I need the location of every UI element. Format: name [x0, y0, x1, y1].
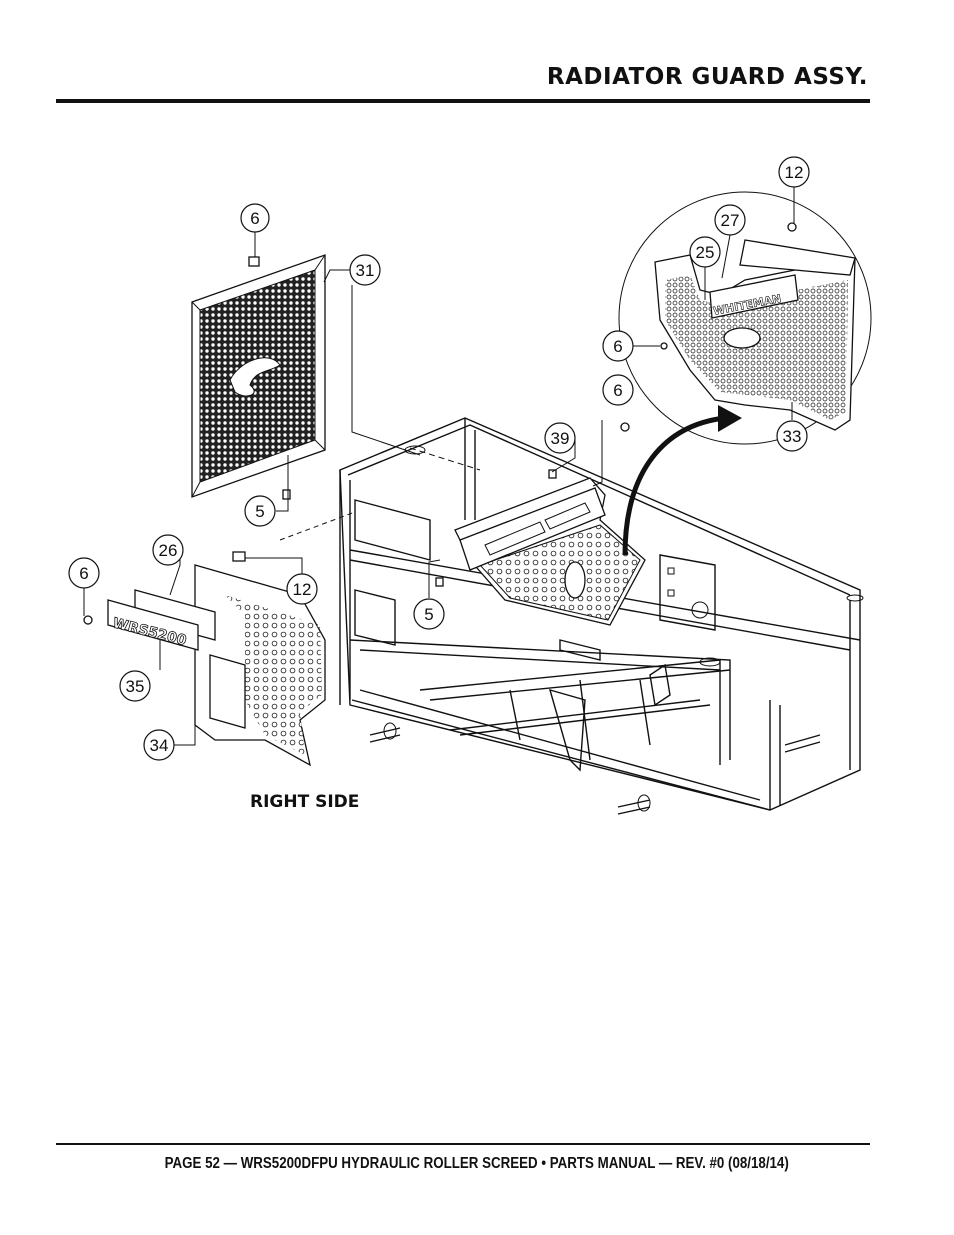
leader-lines — [83, 187, 795, 746]
svg-text:12: 12 — [785, 163, 804, 182]
callout-6-detail: 6 — [602, 330, 634, 362]
callout-6-top-grille: 6 — [240, 203, 270, 233]
footer-rule — [56, 1143, 870, 1145]
detail-view: WHITEMAN — [618, 191, 872, 445]
svg-text:25: 25 — [696, 243, 715, 262]
callout-27: 27 — [714, 204, 746, 236]
svg-text:39: 39 — [551, 429, 570, 448]
callout-6-center: 6 — [602, 374, 634, 406]
machine-frame — [339, 417, 864, 815]
callout-26: 26 — [152, 534, 184, 566]
page-title: RADIATOR GUARD ASSY. — [546, 64, 868, 90]
svg-text:33: 33 — [783, 427, 802, 446]
callout-6-side-panel: 6 — [68, 557, 100, 589]
svg-text:6: 6 — [613, 337, 622, 356]
svg-text:5: 5 — [424, 605, 433, 624]
callout-5-center: 5 — [413, 598, 445, 630]
svg-text:12: 12 — [293, 580, 312, 599]
radiator-grille-31 — [191, 254, 326, 498]
svg-text:27: 27 — [721, 211, 740, 230]
callout-25: 25 — [689, 236, 721, 268]
svg-text:35: 35 — [126, 677, 145, 696]
svg-text:5: 5 — [255, 502, 264, 521]
callout-34: 34 — [143, 729, 175, 761]
callout-39: 39 — [544, 422, 576, 454]
svg-text:6: 6 — [613, 381, 622, 400]
callout-31: 31 — [349, 254, 381, 286]
svg-text:31: 31 — [356, 261, 375, 280]
callout-33: 33 — [776, 420, 808, 452]
header-rule — [56, 99, 870, 103]
svg-text:6: 6 — [79, 564, 88, 583]
svg-text:6: 6 — [250, 209, 259, 228]
callout-5-grille: 5 — [244, 495, 276, 527]
callout-35: 35 — [119, 670, 151, 702]
hardware — [83, 222, 797, 625]
side-panel-34: WRS5200 — [107, 564, 326, 767]
callout-12-side-panel: 12 — [286, 573, 318, 605]
view-label-right-side: RIGHT SIDE — [250, 792, 360, 812]
callout-12-detail: 12 — [778, 156, 810, 188]
center-radiator-guard — [454, 477, 646, 626]
svg-text:26: 26 — [159, 541, 178, 560]
page-footer: PAGE 52 — WRS5200DFPU HYDRAULIC ROLLER S… — [164, 1155, 789, 1172]
svg-text:34: 34 — [150, 736, 169, 755]
